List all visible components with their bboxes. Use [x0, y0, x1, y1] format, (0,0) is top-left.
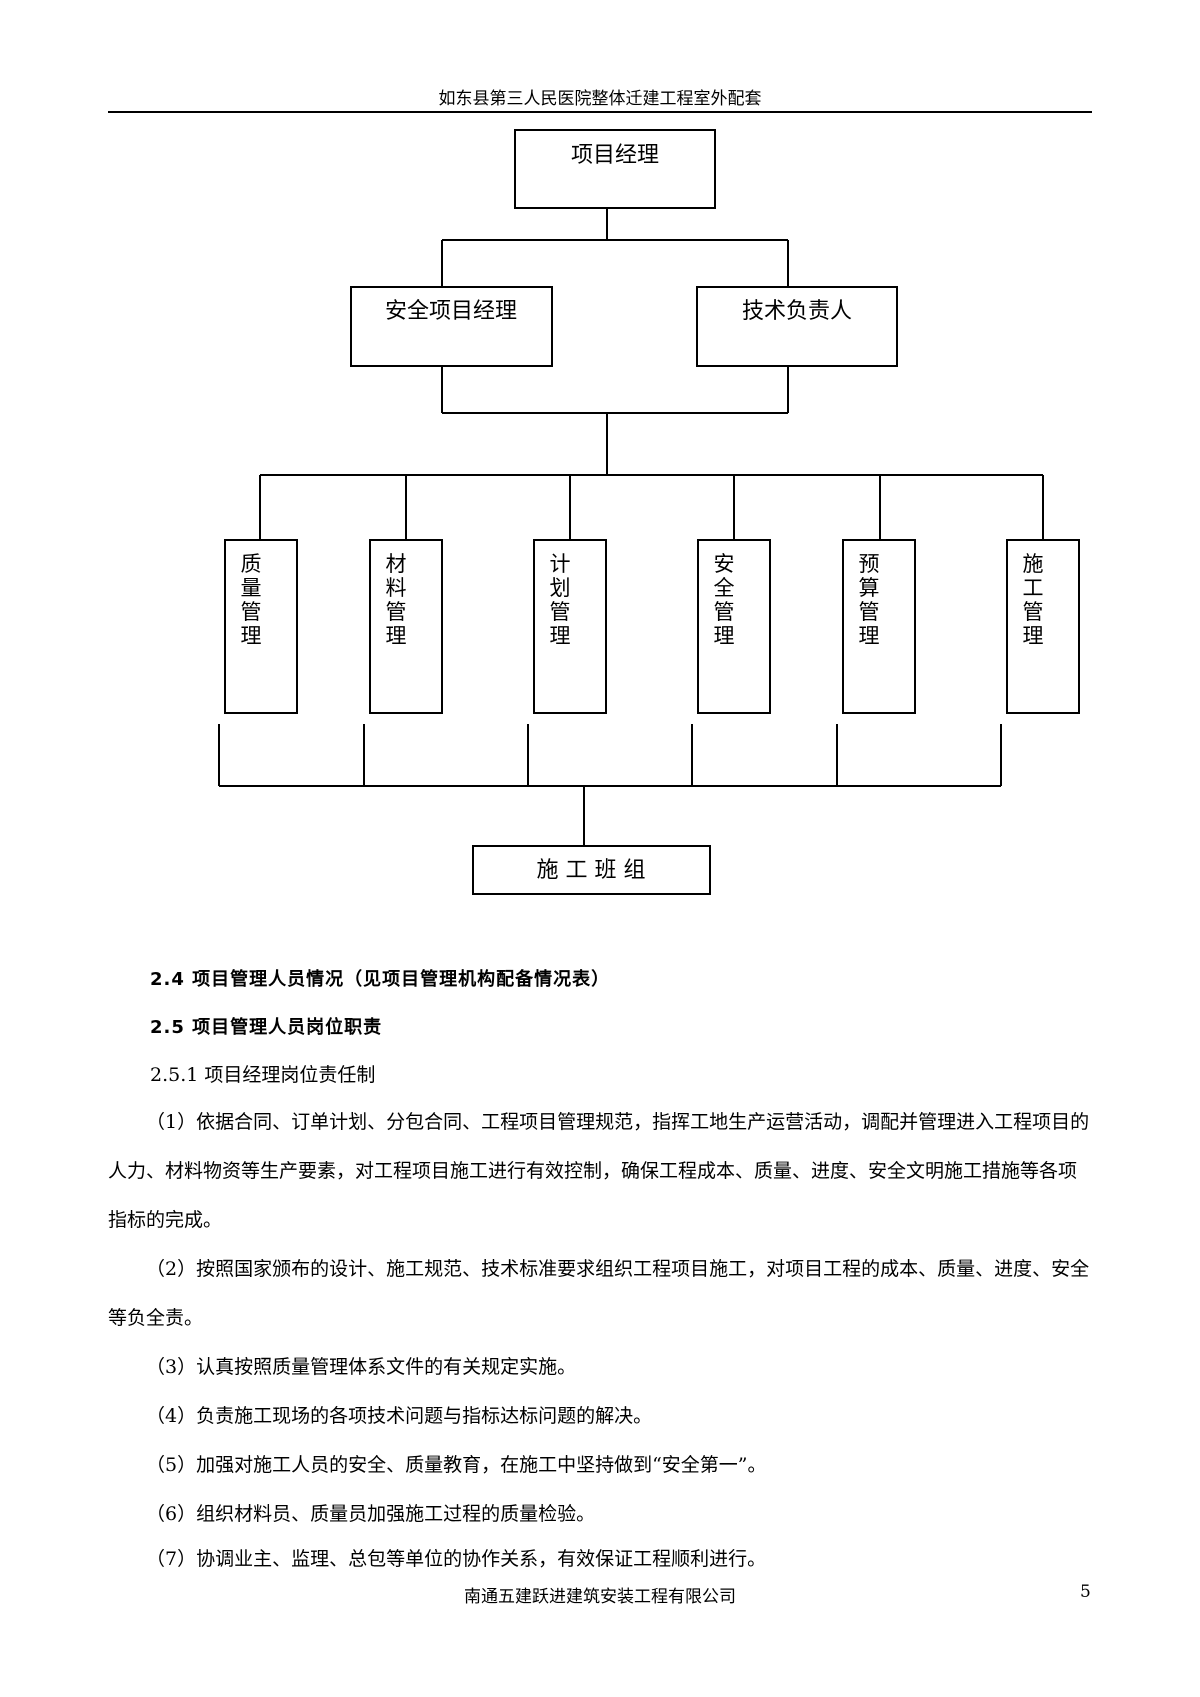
org-chart-connectors [218, 208, 1044, 846]
subsection-heading-2-5-1: 2.5.1 项目经理岗位责任制 [150, 1064, 376, 1086]
org-node-char: 理 [386, 624, 407, 648]
org-node-char: 理 [1023, 624, 1044, 648]
header-divider [108, 111, 1092, 113]
paragraph-5: （5）加强对施工人员的安全、质量教育，在施工中坚持做到“安全第一”。 [108, 1441, 1092, 1490]
org-node-char: 安 [714, 552, 735, 576]
paragraph-2: （2）按照国家颁布的设计、施工规范、技术标准要求组织工程项目施工，对项目工程的成… [108, 1245, 1092, 1343]
org-node-char: 施 [1023, 552, 1044, 576]
org-node-char: 量 [241, 576, 262, 600]
org-node-budget-management: 预 算 管 理 [842, 539, 916, 714]
org-node-label: 安全项目经理 [385, 299, 517, 324]
org-node-char: 工 [1023, 576, 1044, 600]
org-node-char: 理 [714, 624, 735, 648]
org-node-safety-management: 安 全 管 理 [697, 539, 771, 714]
org-node-quality-management: 质 量 管 理 [224, 539, 298, 714]
org-node-char: 料 [386, 576, 407, 600]
paragraph-text: （4）负责施工现场的各项技术问题与指标达标问题的解决。 [146, 1405, 653, 1427]
paragraph-text: （5）加强对施工人员的安全、质量教育，在施工中坚持做到“安全第一”。 [146, 1454, 767, 1476]
section-heading-2-4: 2.4 项目管理人员情况（见项目管理机构配备情况表） [150, 969, 611, 990]
org-node-char: 管 [714, 600, 735, 624]
paragraph-text: （2）按照国家颁布的设计、施工规范、技术标准要求组织工程项目施工，对项目工程的成… [108, 1258, 1090, 1329]
org-node-materials-management: 材 料 管 理 [369, 539, 443, 714]
org-node-project-manager: 项目经理 [514, 129, 716, 209]
paragraph-3: （3）认真按照质量管理体系文件的有关规定实施。 [108, 1343, 1092, 1392]
org-node-label: 施 工 班 组 [537, 858, 646, 883]
org-node-char: 材 [386, 552, 407, 576]
org-node-char: 计 [550, 552, 571, 576]
org-node-safety-manager: 安全项目经理 [350, 286, 553, 367]
paragraph-text: （6）组织材料员、质量员加强施工过程的质量检验。 [146, 1503, 596, 1525]
org-node-technical-lead: 技术负责人 [696, 286, 898, 367]
paragraph-1: （1）依据合同、订单计划、分包合同、工程项目管理规范，指挥工地生产运营活动，调配… [108, 1098, 1092, 1245]
org-node-char: 全 [714, 576, 735, 600]
org-node-char: 管 [550, 600, 571, 624]
org-node-char: 算 [859, 576, 880, 600]
org-node-char: 管 [386, 600, 407, 624]
paragraph-text: （7）协调业主、监理、总包等单位的协作关系，有效保证工程顺利进行。 [146, 1548, 767, 1570]
page-header-title: 如东县第三人民医院整体迁建工程室外配套 [438, 89, 762, 109]
org-node-char: 理 [241, 624, 262, 648]
org-node-char: 理 [859, 624, 880, 648]
org-chart: 项目经理 安全项目经理 技术负责人 质 量 管 理 材 料 管 理 计 划 管 … [218, 129, 1080, 895]
org-node-char: 管 [859, 600, 880, 624]
org-node-char: 预 [859, 552, 880, 576]
section-heading-2-5: 2.5 项目管理人员岗位职责 [150, 1017, 383, 1038]
org-node-construction-team: 施 工 班 组 [472, 845, 711, 895]
org-node-construction-management: 施 工 管 理 [1006, 539, 1080, 714]
org-node-char: 管 [1023, 600, 1044, 624]
paragraph-text: （1）依据合同、订单计划、分包合同、工程项目管理规范，指挥工地生产运营活动，调配… [108, 1111, 1090, 1231]
paragraph-4: （4）负责施工现场的各项技术问题与指标达标问题的解决。 [108, 1392, 1092, 1441]
org-node-char: 质 [241, 552, 262, 576]
paragraph-text: （3）认真按照质量管理体系文件的有关规定实施。 [146, 1356, 577, 1378]
org-node-label: 技术负责人 [742, 299, 852, 324]
page-number: 5 [1080, 1582, 1091, 1602]
org-node-char: 管 [241, 600, 262, 624]
org-node-label: 项目经理 [571, 143, 659, 168]
footer-company-name: 南通五建跃进建筑安装工程有限公司 [464, 1587, 736, 1607]
org-node-char: 划 [550, 576, 571, 600]
paragraph-7: （7）协调业主、监理、总包等单位的协作关系，有效保证工程顺利进行。 [108, 1535, 1092, 1584]
paragraph-6: （6）组织材料员、质量员加强施工过程的质量检验。 [108, 1490, 1092, 1539]
org-node-planning-management: 计 划 管 理 [533, 539, 607, 714]
org-node-char: 理 [550, 624, 571, 648]
